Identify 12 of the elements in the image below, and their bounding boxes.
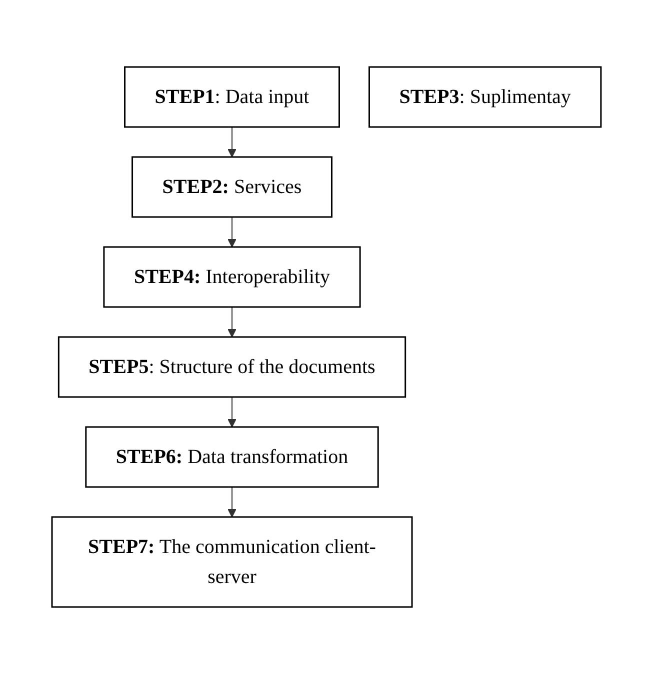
- node-box: STEP2: Services: [131, 156, 332, 218]
- node-box: STEP5: Structure of the documents: [57, 336, 406, 398]
- arrow: [227, 126, 236, 157]
- arrow: [227, 216, 236, 247]
- node-box: STEP7: The communication client-server: [50, 516, 412, 608]
- arrow: [227, 306, 236, 337]
- arrow: [227, 396, 236, 427]
- node-box: STEP1: Data input: [124, 66, 340, 128]
- node-box: STEP4: Interoperability: [102, 246, 360, 308]
- node-box: STEP6: Data transformation: [84, 426, 378, 488]
- node-box: STEP3: Suplimentay: [368, 66, 602, 128]
- arrow: [227, 486, 236, 517]
